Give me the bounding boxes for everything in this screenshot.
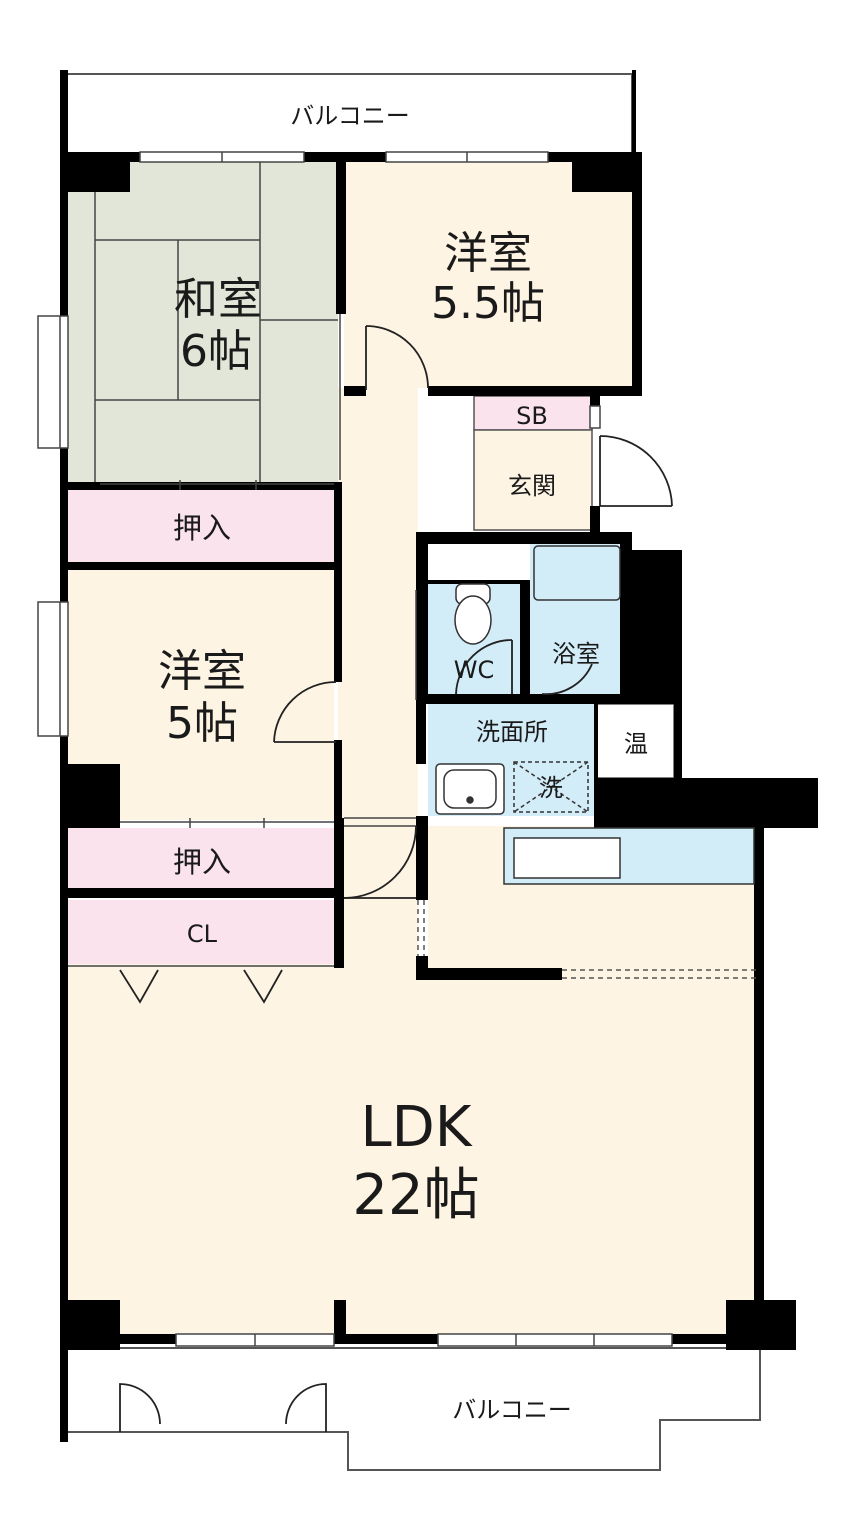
kitchen-counter	[503, 827, 755, 885]
windows	[37, 151, 673, 1347]
youshitsu1-floor	[344, 160, 636, 388]
hallway-floor-2	[338, 820, 418, 970]
balcony-top-label: バルコニー	[290, 102, 410, 130]
walls	[60, 70, 818, 1442]
genkan-floor	[473, 429, 593, 531]
balcony-top	[65, 73, 633, 155]
genkan-label: 玄関	[508, 472, 556, 500]
door-swings	[119, 325, 673, 1432]
dashed-openings	[417, 900, 756, 979]
youshitsu1-size: 5.5帖	[431, 278, 545, 329]
washitsu-name: 和室	[174, 274, 262, 325]
washitsu-floor	[68, 160, 338, 482]
oshiire2-label: 押入	[173, 845, 231, 879]
youshitsu1-name: 洋室	[444, 228, 532, 279]
tatami-lines	[94, 160, 338, 482]
bath-label: 浴室	[552, 640, 600, 668]
oshiire2-floor	[68, 828, 334, 890]
closet-label: CL	[187, 920, 218, 948]
oshiire1-label: 押入	[173, 511, 231, 545]
sink-fixture	[435, 763, 505, 815]
ldk-floor	[68, 964, 756, 1340]
youshitsu2-name: 洋室	[158, 646, 246, 697]
sliding-doors	[68, 314, 417, 967]
youshitsu2-size: 5帖	[166, 698, 238, 749]
oshiire1-floor	[68, 488, 334, 562]
ldk-size: 22帖	[352, 1163, 479, 1228]
washitsu-size: 6帖	[180, 326, 252, 377]
hallway-floor	[338, 388, 418, 820]
closet-floor	[68, 900, 334, 964]
washer-pan	[513, 761, 589, 813]
washer-label: 洗	[539, 774, 563, 802]
water-heater-label: 温	[624, 730, 648, 758]
balcony-bottom-label: バルコニー	[452, 1396, 572, 1424]
senmenjo-label: 洗面所	[476, 718, 548, 746]
sb-label: SB	[516, 402, 548, 430]
wc-label: WC	[454, 656, 495, 684]
ldk-name: LDK	[360, 1095, 472, 1160]
balcony-bottom	[65, 1347, 761, 1471]
bathtub-fixture	[533, 545, 621, 601]
toilet-fixture	[454, 583, 492, 645]
